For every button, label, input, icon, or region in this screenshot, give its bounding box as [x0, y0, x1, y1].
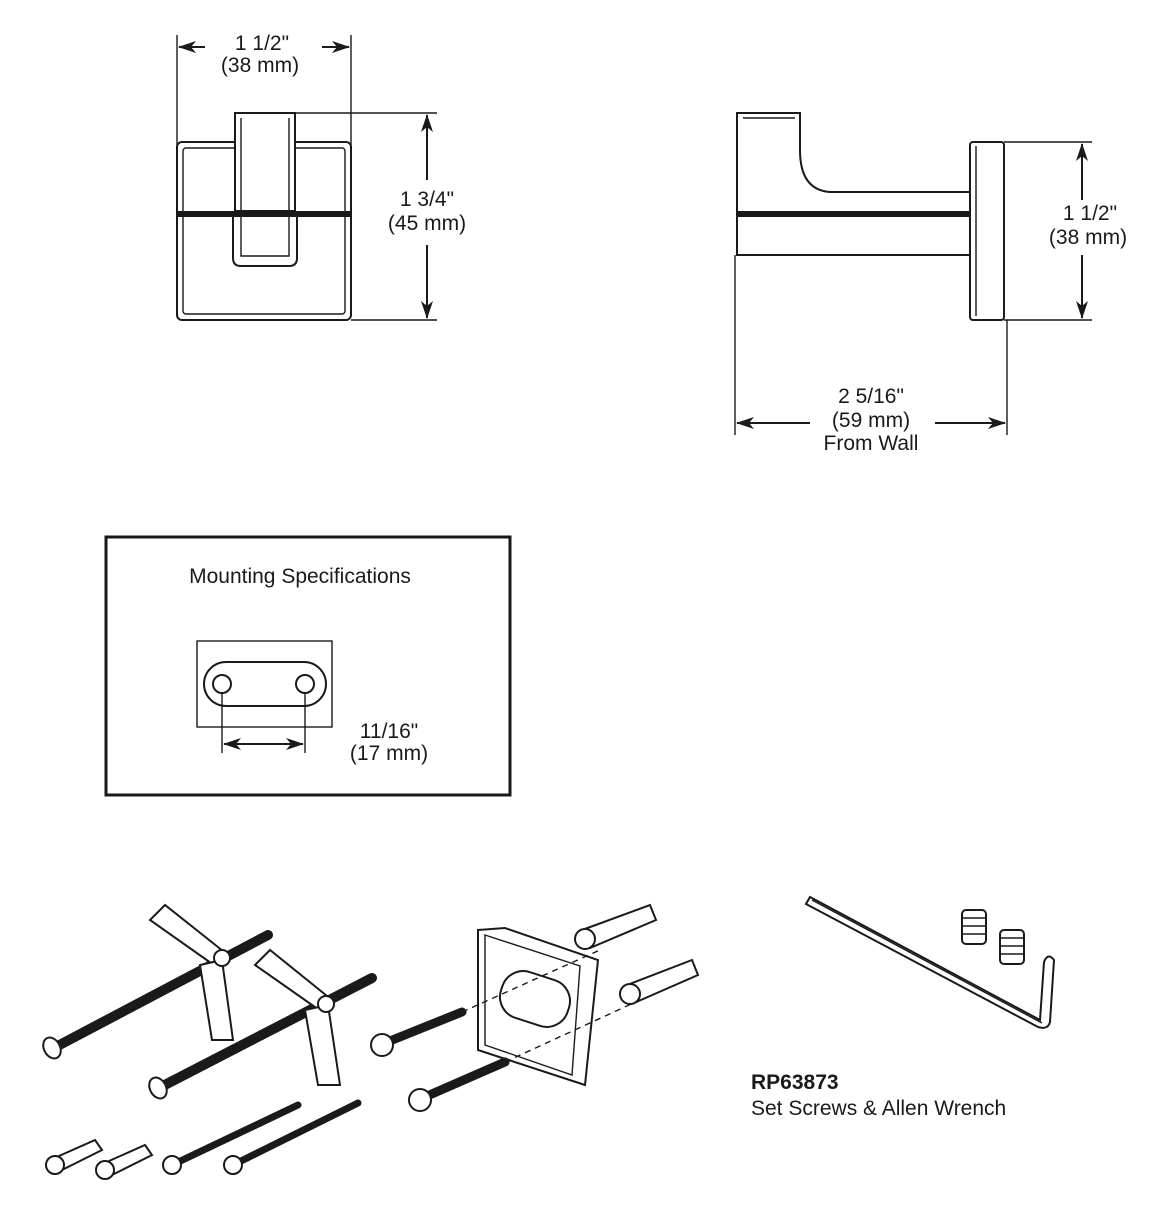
mounting-specifications-box: Mounting Specifications 11/16" (17 mm) — [104, 535, 512, 797]
mounting-plate-hardware — [370, 903, 700, 1112]
front-height-metric: (45 mm) — [388, 212, 466, 235]
set-screws — [961, 909, 1025, 965]
front-width-metric: (38 mm) — [221, 54, 299, 77]
long-screws — [162, 1099, 362, 1175]
mounting-plate — [477, 926, 600, 1087]
spacing-metric: (17 mm) — [350, 742, 428, 765]
mounting-title: Mounting Specifications — [189, 565, 411, 588]
mounting-plate-outline — [196, 640, 333, 728]
part-description: Set Screws & Allen Wrench — [751, 1097, 1006, 1120]
side-depth-imperial: 2 5/16" — [838, 385, 904, 408]
side-height-imperial: 1 1/2" — [1063, 202, 1117, 225]
wall-plate — [969, 141, 1005, 321]
front-view: 1 1/2" (38 mm) 1 3/4" (45 mm) — [176, 32, 466, 321]
allen-wrench — [804, 895, 1056, 1029]
part-number: RP63873 — [751, 1071, 839, 1094]
side-depth-note: From Wall — [824, 432, 919, 455]
front-height-imperial: 1 3/4" — [400, 188, 454, 211]
seam-line — [177, 211, 351, 217]
spacing-imperial: 11/16" — [360, 720, 418, 743]
side-depth-metric: (59 mm) — [832, 409, 910, 432]
toggle-bolt-2 — [148, 948, 377, 1100]
small-anchors — [45, 1138, 154, 1180]
toggle-bolt-1 — [42, 903, 273, 1060]
side-height-metric: (38 mm) — [1049, 226, 1127, 249]
mounting-bracket — [203, 661, 327, 707]
front-width-imperial: 1 1/2" — [235, 32, 289, 55]
side-view: 1 1/2" (38 mm) 2 5/16" (59 mm) From Wall — [734, 112, 1127, 455]
hook-side-profile — [736, 112, 971, 256]
